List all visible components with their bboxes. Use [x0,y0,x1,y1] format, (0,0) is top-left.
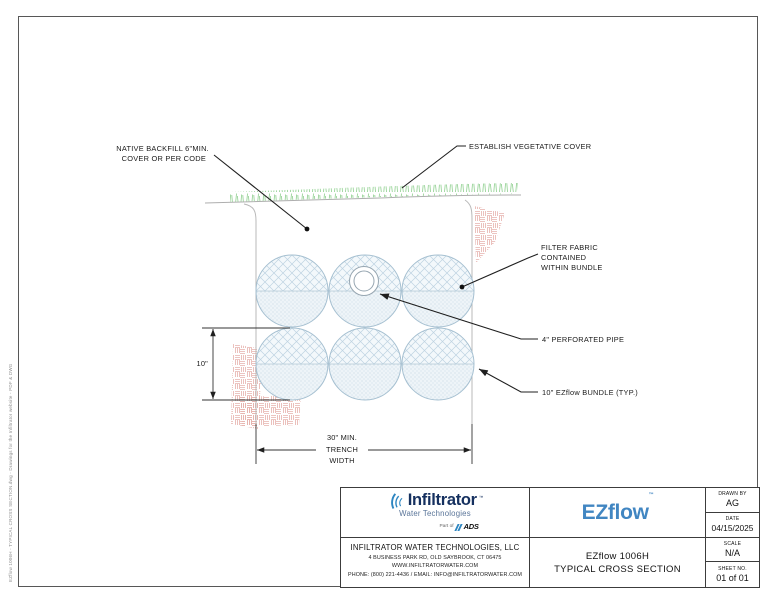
title-block: Infiltrator ™ Water Technologies Part of… [340,487,760,588]
native-soil-hatch [231,206,505,429]
label-native-backfill-2: COVER OR PER CODE [122,154,206,163]
infiltrator-tm: ™ [478,495,484,501]
dim-width-text-2: TRENCH [326,445,358,454]
company-address: 4 BUSINESS PARK RD, OLD SAYBROOK, CT 064… [368,555,502,561]
company-website: WWW.INFILTRATORWATER.COM [391,563,479,570]
meta-sheet-no: SHEET NO. 01 of 01 [716,566,749,584]
leader-vegetative-cover [401,145,466,189]
company-name: INFILTRATOR WATER TECHNOLOGIES, LLC [350,543,520,552]
meta-date: DATE 04/15/2025 [706,513,759,538]
drawing-title: TYPICAL CROSS SECTION [554,563,681,575]
ezflow-logo: EZflow ™ [530,488,705,538]
ads-wordmark: ADS [463,522,479,532]
infiltrator-ripple-icon [390,493,403,509]
ads-slashes-icon [453,519,463,535]
leader-filter-fabric [461,253,539,288]
leader-lines [213,145,539,393]
leader-dot-fabric [459,284,465,290]
label-filter-fabric-1: FILTER FABRIC [541,243,598,252]
leader-bundle [478,368,538,393]
dim-height-text: 10" [197,359,209,368]
drawing-title-cell: EZflow 1006H TYPICAL CROSS SECTION [530,538,705,587]
grass-vegetation [230,183,518,202]
dim-width-text-3: WIDTH [329,456,354,465]
part-of-label: Part of [439,523,454,529]
leader-dot-backfill [304,226,310,232]
ezflow-wordmark: EZflow [581,500,649,524]
label-perforated-pipe: 4" PERFORATED PIPE [542,335,624,344]
label-filter-fabric-2: CONTAINED [541,253,586,262]
leader-native-backfill [213,154,308,230]
label-native-backfill-1: NATIVE BACKFILL 6"MIN. [116,144,209,153]
meta-scale: SCALE N/A [706,538,759,563]
meta-drawn-by: DRAWN BY AG [706,488,759,513]
infiltrator-subtitle: Water Technologies [399,508,471,518]
ezflow-tm: ™ [648,491,654,498]
label-bundle: 10" EZflow BUNDLE (TYP.) [542,388,638,397]
trench-walls [243,199,473,424]
dimension-bundle-height: 10" [197,327,290,401]
label-filter-fabric-3: WITHIN BUNDLE [541,263,603,272]
ground-surface-line [204,194,522,204]
dimension-trench-width: 30" MIN. TRENCH WIDTH [255,424,473,465]
dim-width-text-1: 30" MIN. [327,433,357,442]
label-vegetative-cover: ESTABLISH VEGETATIVE COVER [469,142,591,151]
meta-column: DRAWN BY AG DATE 04/15/2025 SCALE N/A SH… [706,488,759,587]
company-contact: PHONE: (800) 221-4436 / EMAIL: INFO@INFI… [348,571,522,578]
perforated-pipe [349,266,379,296]
company-info: INFILTRATOR WATER TECHNOLOGIES, LLC 4 BU… [341,538,529,587]
infiltrator-wordmark: Infiltrator [407,491,477,510]
leader-perforated-pipe [379,293,538,340]
infiltrator-logo: Infiltrator ™ Water Technologies Part of… [341,488,529,538]
drawing-model: EZflow 1006H [585,550,650,562]
